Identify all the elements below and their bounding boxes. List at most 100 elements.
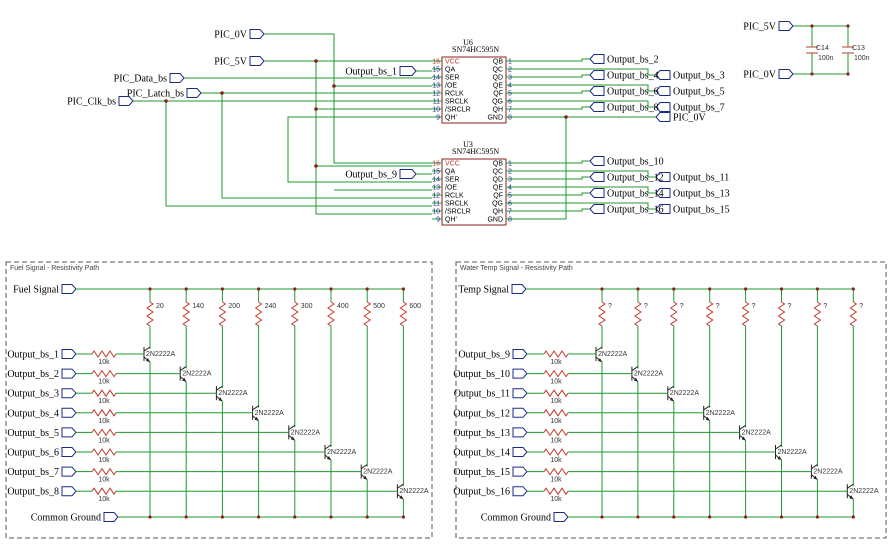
junction-dot (636, 515, 640, 519)
pin-number: 11 (433, 201, 440, 208)
net-label-output-bs-9-text: Output_bs_9 (345, 170, 397, 181)
net-label-out-u3-2: Output_bs_11 (655, 172, 729, 184)
net-label-out-u6-7: Output_bs_8 (589, 102, 659, 114)
pin-name: QC (493, 169, 504, 176)
net-label-signal-text: Fuel Signal (13, 285, 59, 296)
transistor-collector (288, 424, 296, 430)
base-resistor-value: 10k (98, 359, 110, 366)
pin-number: 7 (508, 107, 512, 114)
net-label-input-text: Output_bs_8 (7, 487, 59, 498)
emitter-arrow (399, 495, 404, 500)
junction-dot (220, 515, 224, 519)
net-label-input-text: Output_bs_16 (453, 487, 510, 498)
net-label-out-u3-2-flag (655, 172, 671, 182)
emitter-arrow (182, 377, 187, 382)
pin-name: QE (493, 185, 503, 192)
collector-resistor-value: 600 (409, 303, 421, 310)
resistor-body (399, 301, 408, 327)
net-label-input-text: Output_bs_9 (458, 350, 510, 361)
junction-dot (815, 515, 820, 519)
base-resistor-body (543, 448, 569, 456)
base-resistor-body (543, 369, 569, 378)
junction-dot (329, 515, 333, 519)
panel-border (455, 261, 887, 539)
base-resistor-body (91, 467, 117, 476)
cap-ref: C13 (852, 45, 865, 52)
transistor-part: 2N2222A (670, 390, 700, 397)
junction-dot (257, 287, 261, 291)
pin-name: QD (493, 177, 504, 184)
pin-name: QD (493, 75, 504, 82)
net-label-pic-0v-gnd-text: PIC_0V (673, 113, 707, 124)
resistor-body (182, 301, 191, 327)
pin-number: 13 (432, 185, 440, 192)
junction-dot (600, 515, 604, 519)
net-label-pic-clk-flag (118, 96, 134, 106)
net-label-out-u3-1: Output_bs_10 (589, 156, 664, 168)
net-label-input-flag (61, 349, 77, 359)
pin-name: /SRCLR (445, 107, 471, 114)
net-label-out-u3-2-text: Output_bs_11 (673, 173, 729, 184)
transistor-part: 2N2222A (778, 449, 808, 456)
net-label-input-text: Output_bs_2 (7, 369, 59, 380)
net-label-input-flag (61, 486, 77, 497)
pin-number: 5 (508, 91, 512, 98)
collector-resistor-value: 20 (156, 303, 164, 310)
pin-number: 11 (433, 99, 440, 106)
junction-dot (220, 287, 224, 291)
junction-dot (851, 287, 855, 291)
net-label-output-bs-9-flag (399, 169, 417, 179)
pin-number: 6 (508, 99, 512, 106)
net-label-input: Output_bs_1 (7, 349, 77, 361)
chip-part: SN74HC595N (452, 45, 499, 54)
chip-ref: U3 (463, 140, 473, 149)
net-label-ground-flag (103, 512, 119, 522)
net-label-output-bs-9: Output_bs_9 (345, 169, 417, 181)
net-label-input-flag (61, 427, 77, 438)
transistor-part: 2N2222A (218, 390, 248, 397)
net-label-out-u3-7-text: Output_bs_16 (607, 205, 664, 216)
net-label-input: Output_bs_5 (7, 427, 77, 439)
transistor-part: 2N2222A (255, 410, 285, 417)
base-resistor-body (543, 350, 569, 358)
net-label-out-u3-6-flag (655, 204, 671, 214)
net-label-out-u3-5-text: Output_bs_14 (607, 189, 664, 200)
panel-border (5, 261, 433, 539)
panel-title: Fuel Signal - Resistivity Path (10, 265, 99, 272)
net-label-out-u6-1: Output_bs_2 (589, 54, 659, 66)
net-wire (516, 192, 590, 196)
pin-number: 6 (508, 201, 512, 208)
net-label-out-u6-3-text: Output_bs_4 (607, 71, 659, 82)
net-label-pic-data-flag (169, 73, 185, 83)
pin-name: QH' (445, 217, 457, 224)
junction-dot (257, 515, 261, 519)
junction-dot (314, 107, 318, 111)
net-label-input: Output_bs_3 (7, 388, 77, 400)
chip-ref: U6 (463, 38, 473, 47)
net-label-out-u3-5-flag (589, 188, 605, 198)
pin-number: 5 (508, 193, 512, 200)
pin-number: 8 (508, 217, 512, 224)
transistor-part: 2N2222A (399, 488, 429, 495)
net-label-input: Output_bs_9 (458, 349, 528, 361)
base-resistor-value: 10k (550, 379, 562, 386)
net-label-pic-0v: PIC_0V (214, 29, 265, 41)
net-wire (516, 170, 656, 178)
junction-dot (293, 287, 297, 291)
net-label-out-u3-7-flag (589, 204, 605, 214)
net-label-out-u6-1-text: Output_bs_2 (607, 55, 659, 66)
net-label-pic-5v-text: PIC_5V (214, 57, 248, 68)
net-wire (516, 208, 590, 212)
pin-number: 12 (432, 91, 440, 98)
emitter-arrow (813, 475, 818, 480)
net-label-power-5v: PIC_5V (743, 21, 794, 33)
junction-dot (314, 164, 318, 168)
net-label-pic-clk: PIC_Clk_bs (67, 96, 134, 108)
collector-resistor-value: ? (788, 303, 792, 310)
pin-name: QA (445, 67, 455, 74)
net-label-pic-clk-text: PIC_Clk_bs (67, 97, 116, 108)
